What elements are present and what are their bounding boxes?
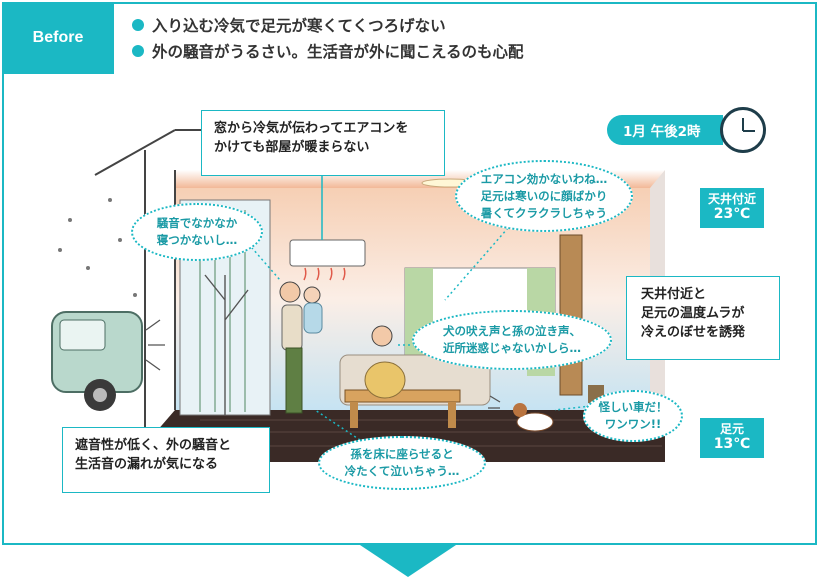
temp-badge-floor: 足元 13℃ — [700, 418, 764, 458]
callout-line: 生活音の漏れが気になる — [75, 457, 219, 472]
temp-label: 足元 — [719, 422, 744, 436]
bubble-line: 冷たくて泣いちゃう… — [344, 464, 460, 478]
bubble-aircon: エアコン効かないわね… 足元は寒いのに顔ばかり暑くてクラクラしちゃう — [455, 160, 633, 232]
clock-icon — [720, 107, 766, 153]
bullet-text: 入り込む冷気で足元が寒くてくつろげない — [152, 17, 446, 35]
callout-window-cold: 窓から冷気が伝わってエアコンを かけても部屋が暖まらない — [201, 110, 445, 176]
bubble-noise-sleep: 騒音でなかなか寝つかないし… — [131, 203, 263, 261]
bubble-line: エアコン効かないわね… — [480, 171, 608, 186]
callout-line: 足元の温度ムラが — [641, 306, 745, 321]
father — [279, 281, 301, 303]
bullet-dot-icon — [132, 19, 144, 31]
bubble-line: 暑くてクラクラしちゃう — [480, 205, 608, 220]
bullet-item: 外の騒音がうるさい。生活音が外に聞こえるのも心配 — [132, 38, 524, 64]
bullet-dot-icon — [132, 45, 144, 57]
bubble-line: 孫を床に座らせると — [350, 447, 454, 461]
table — [344, 389, 461, 403]
bubble-line: ワンワン!! — [604, 417, 662, 431]
callout-sound-insulation: 遮音性が低く、外の騒音と 生活音の漏れが気になる — [62, 427, 270, 493]
time-label: 1月 午後2時 — [607, 115, 723, 145]
callout-line: 天井付近と — [641, 287, 707, 302]
callout-temp-unevenness: 天井付近と 足元の温度ムラが 冷えのぼせを誘発 — [626, 276, 780, 360]
air-conditioner — [289, 239, 366, 267]
before-tab: Before — [2, 2, 114, 74]
temp-badge-ceiling: 天井付近 23℃ — [700, 188, 764, 228]
temp-value: 23℃ — [713, 206, 751, 222]
temp-label: 天井付近 — [707, 192, 756, 206]
bubble-line: 犬の吠え声と孫の泣き声、 — [443, 324, 581, 338]
temp-value: 13℃ — [713, 436, 751, 452]
header-bullets: 入り込む冷気で足元が寒くてくつろげない 外の騒音がうるさい。生活音が外に聞こえる… — [132, 12, 524, 64]
callout-line: かけても部屋が暖まらない — [214, 140, 370, 155]
bubble-line: 足元は寒いのに顔ばかり — [480, 188, 608, 203]
baby — [303, 286, 321, 304]
bubble-line: 怪しい車だ！ — [598, 400, 668, 414]
bubble-line: 近所迷惑じゃないかしら… — [443, 341, 581, 355]
bullet-text: 外の騒音がうるさい。生活音が外に聞こえるのも心配 — [152, 43, 524, 61]
arrow-down-icon — [360, 545, 456, 577]
dog — [516, 412, 554, 432]
bullet-item: 入り込む冷気で足元が寒くてくつろげない — [132, 12, 524, 38]
grandmother — [371, 325, 393, 347]
callout-line: 遮音性が低く、外の騒音と — [75, 438, 232, 453]
bubble-line: 騒音でなかなか — [156, 216, 238, 230]
bubble-dog-baby: 犬の吠え声と孫の泣き声、近所迷惑じゃないかしら… — [412, 310, 612, 370]
callout-line: 窓から冷気が伝わってエアコンを — [214, 121, 409, 136]
bubble-floor-cold: 孫を床に座らせると冷たくて泣いちゃう… — [318, 436, 486, 490]
callout-line: 冷えのぼせを誘発 — [641, 325, 746, 340]
bubble-dog: 怪しい車だ！ ワンワン!! — [583, 390, 683, 442]
bubble-line: 寝つかないし… — [156, 233, 238, 247]
